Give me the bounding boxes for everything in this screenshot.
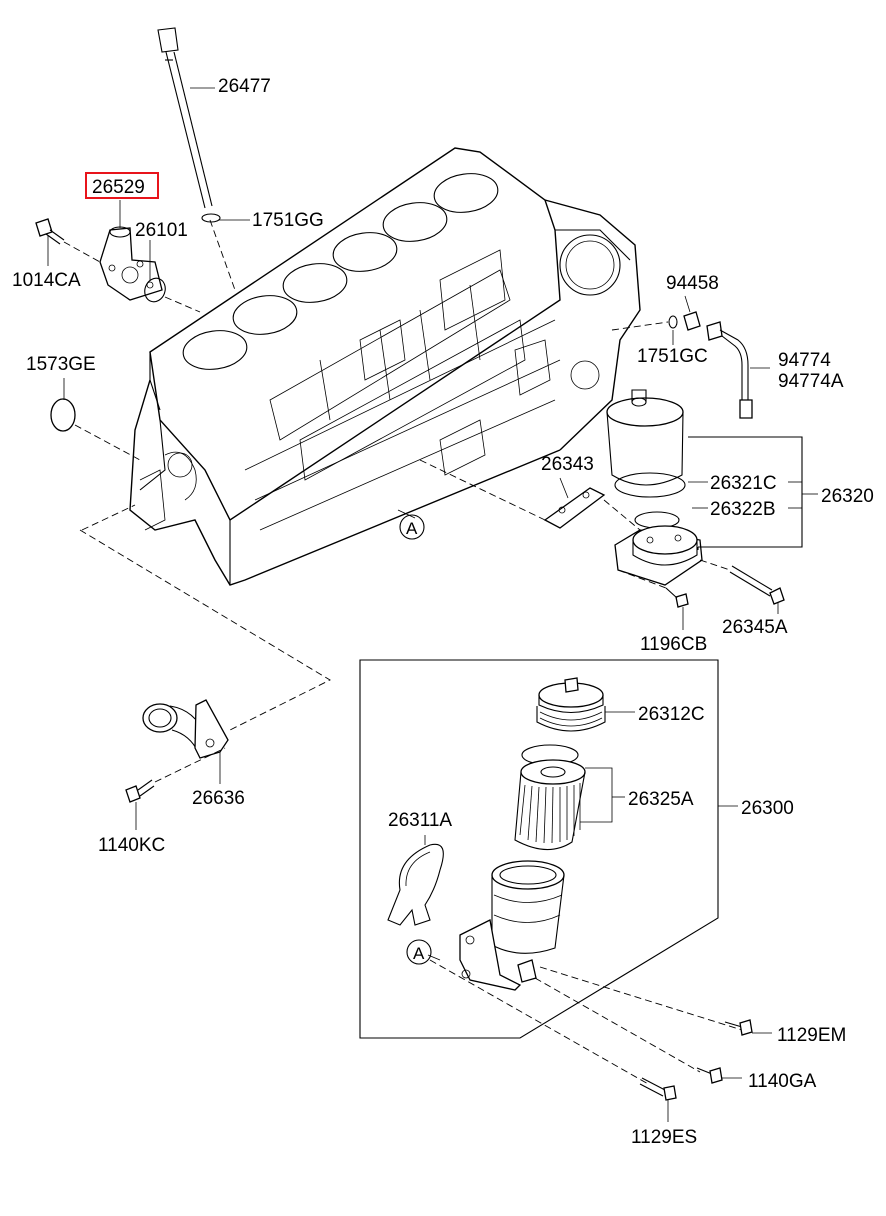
sensor-94458[interactable] — [683, 311, 701, 331]
label-1573ge[interactable]: 1573GE — [26, 354, 96, 375]
label-26343[interactable]: 26343 — [541, 454, 594, 475]
label-1751gc[interactable]: 1751GC — [637, 346, 708, 367]
bolt-1140kc[interactable] — [125, 779, 155, 803]
label-1196cb[interactable]: 1196CB — [640, 634, 707, 655]
gasket-26101[interactable] — [141, 275, 168, 304]
label-1140ga[interactable]: 1140GA — [748, 1071, 817, 1092]
gasket-26343[interactable] — [543, 487, 606, 529]
label-26101[interactable]: 26101 — [135, 220, 188, 241]
dipstick[interactable] — [157, 27, 236, 291]
bolt-1140ga[interactable] — [696, 1067, 723, 1084]
bolt-1129em[interactable] — [724, 1019, 753, 1036]
plug-1573ge[interactable] — [50, 398, 76, 432]
label-1751gg[interactable]: 1751GG — [252, 210, 324, 231]
bolt-26345a[interactable] — [729, 565, 785, 605]
svg-text:A: A — [413, 944, 425, 963]
ref-marker-a-2: A — [406, 939, 432, 965]
label-26320[interactable]: 26320 — [821, 486, 874, 507]
label-26311a[interactable]: 26311A — [388, 810, 452, 831]
gasket-26311a[interactable] — [387, 843, 444, 926]
filter-cap-26312c[interactable] — [536, 677, 606, 732]
filter-housing[interactable] — [459, 860, 565, 991]
pipe-94774[interactable] — [706, 321, 753, 419]
filter-element-26325a[interactable] — [514, 744, 586, 851]
ref-marker-a-1: A — [399, 514, 425, 540]
label-94774a[interactable]: 94774A — [778, 371, 844, 392]
label-26636[interactable]: 26636 — [192, 788, 245, 809]
label-94774[interactable]: 94774 — [778, 350, 831, 371]
label-1129es[interactable]: 1129ES — [631, 1127, 697, 1148]
label-26312c[interactable]: 26312C — [638, 704, 705, 725]
oil-cooler-cover[interactable] — [606, 389, 684, 486]
label-1129em[interactable]: 1129EM — [777, 1025, 846, 1046]
engine-block[interactable] — [129, 147, 641, 586]
bolt-1014ca[interactable] — [35, 218, 65, 245]
washer-1751gc[interactable] — [668, 315, 678, 329]
box-26300 — [359, 659, 719, 1039]
o-ring-1751gg[interactable] — [201, 213, 221, 223]
o-ring-26321c[interactable] — [614, 472, 686, 498]
bolt-1196cb[interactable] — [665, 587, 689, 608]
oil-pipe-26636[interactable] — [142, 699, 229, 759]
label-1140kc[interactable]: 1140KC — [98, 835, 165, 856]
label-26345a[interactable]: 26345A — [722, 617, 788, 638]
label-94458[interactable]: 94458 — [666, 273, 719, 294]
bolt-1129es[interactable] — [639, 1077, 677, 1101]
label-26325a[interactable]: 26325A — [628, 789, 694, 810]
label-26477[interactable]: 26477 — [218, 76, 271, 97]
label-1014ca[interactable]: 1014CA — [12, 270, 81, 291]
svg-text:A: A — [406, 519, 418, 538]
highlight-box — [85, 172, 159, 199]
oil-tube-fitting[interactable] — [99, 226, 163, 301]
label-26529[interactable]: 26529 — [92, 177, 145, 198]
leader-lines — [47, 87, 818, 1122]
label-26322b[interactable]: 26322B — [710, 499, 776, 520]
bracket-26320 — [688, 436, 803, 548]
oil-cooler-base[interactable] — [614, 525, 703, 586]
label-26321c[interactable]: 26321C — [710, 473, 777, 494]
o-ring-26322b[interactable] — [634, 511, 680, 529]
label-26300[interactable]: 26300 — [741, 798, 794, 819]
